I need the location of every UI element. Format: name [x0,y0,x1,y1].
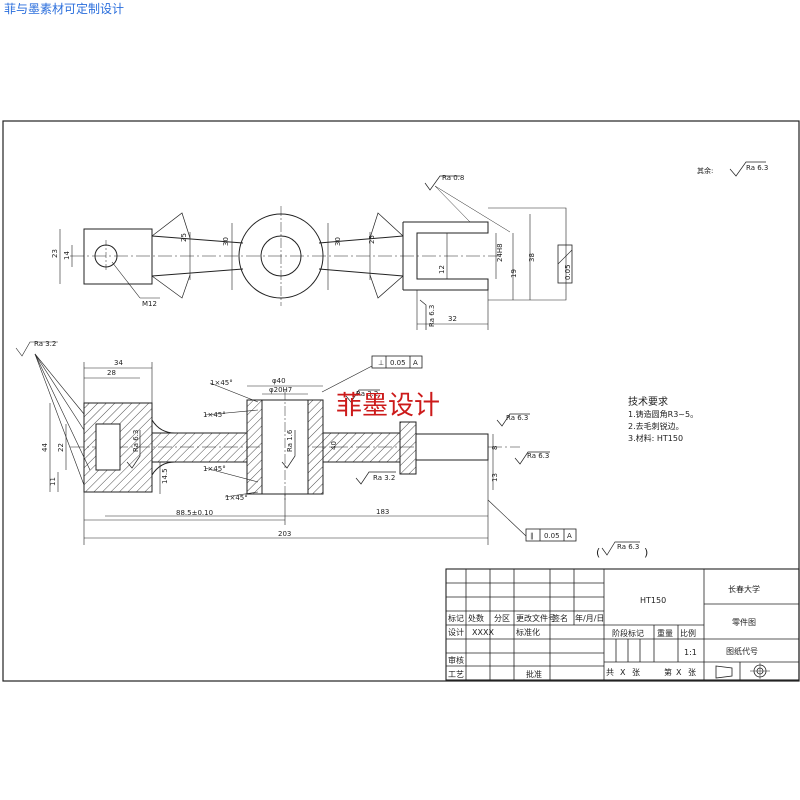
other-label: 其余: [697,166,713,175]
front-view-labels: 34 28 44 22 11 14.5 φ40 φ20H7 1×45° 1×45… [34,340,549,538]
dim-25a: 25 [180,233,188,242]
tb-approve: 批准 [526,669,542,679]
tb-label-mark: 标记 [448,613,464,623]
dim-13: 13 [491,473,499,482]
dim-30a: 30 [222,237,230,246]
watermark-top: 菲与墨素材可定制设计 [4,2,125,16]
dim-203: 203 [278,530,291,538]
tol-datum-2: A [567,532,572,540]
dim-34: 34 [114,359,123,367]
chamfer-4: 1×45° [225,494,248,502]
dim-28: 28 [107,369,116,377]
front-dims [15,341,527,545]
dim-phi20h7: φ20H7 [269,386,292,394]
drawing-border [2,120,800,682]
dim-40-mid: 40 [330,441,338,450]
dim-14-5: 14.5 [161,468,169,484]
tb-ratio: 比例 [680,628,696,638]
svg-text:(: ( [596,546,600,559]
tol-datum-1: A [413,359,418,367]
front-view [70,390,520,500]
chamfer-3: 1×45° [203,465,226,473]
top-view [59,175,573,330]
chamfer-1: 1×45° [210,379,233,387]
dim-24h8: 24H8 [496,243,504,262]
flatness-value: 0.05 [564,264,572,280]
front-roughness [126,389,550,485]
dim-88-5: 88.5±0.10 [176,509,213,517]
dim-14: 14 [63,251,71,260]
svg-text:): ) [644,546,648,559]
tb-nth: 第 [664,667,672,677]
tb-label-count: 处数 [468,613,484,623]
dim-19: 19 [510,269,518,278]
tolerance-frames: ⊥ 0.05 A ∥ 0.05 A [371,355,577,542]
tb-stage: 阶段标记 [612,628,644,638]
ra32-left: Ra 3.2 [34,340,56,348]
ra32-bottom: Ra 3.2 [373,474,395,482]
technical-requirements: 技术要求 1.铸造圆角R3~5。 2.去毛刺锐边。 3.材料: HT150 [628,395,698,443]
tb-x1: X [620,668,626,677]
ra16-label: Ra 1.6 [286,429,294,452]
tb-part-name: 零件图 [732,617,756,627]
tb-sheet1: 张 [632,668,640,677]
tb-design: 设计 [448,627,464,637]
dim-32: 32 [448,315,457,323]
ra63-paren: Ra 6.3 [617,543,639,551]
dim-38: 38 [528,253,536,262]
tb-review: 审核 [448,655,464,665]
tb-x2: X [676,668,682,677]
ra63-right-top: Ra 6.3 [506,414,528,422]
dim-8: 8 [491,446,499,450]
dim-30b: 30 [334,237,342,246]
tb-sheet2: 张 [688,668,696,677]
tol-value-1: 0.05 [390,359,406,367]
tb-weight: 重量 [657,628,673,638]
ra63-eye: Ra 6.3 [132,430,140,452]
dim-12: 12 [438,265,446,274]
ra63-right-bottom: Ra 6.3 [527,452,549,460]
tech-title: 技术要求 [628,395,668,408]
svg-text:∥: ∥ [530,532,534,540]
title-block-text: HT150 长春大学 零件图 图纸代号 标记 处数 分区 更改文件号 签名 年/… [448,584,760,679]
thread-m12: M12 [142,300,157,308]
title-block [445,568,800,681]
other-ra63: Ra 6.3 [746,164,768,172]
tb-xxxx: XXXX [472,628,494,637]
tol-value-2: 0.05 [544,532,560,540]
tb-label-zone: 分区 [494,614,510,623]
dim-11: 11 [49,477,57,486]
dim-44: 44 [41,443,49,452]
svg-text:⊥: ⊥ [378,359,384,367]
tb-material: HT150 [640,596,666,605]
tb-scale: 1:1 [684,648,697,657]
dim-23: 23 [51,249,59,258]
tech-item-2: 2.去毛刺锐边。 [628,421,684,431]
bracket-roughness: ( Ra 6.3 ) [596,541,648,559]
ra63-side: Ra 6.3 [428,305,436,327]
dim-25b: 25 [368,235,376,244]
chamfer-2: 1×45° [203,411,226,419]
tb-standard: 标准化 [516,627,540,637]
dim-22: 22 [57,443,65,452]
tb-total: 共 [606,668,614,677]
dim-183: 183 [376,508,389,516]
tb-process: 工艺 [448,670,464,679]
tech-item-1: 1.铸造圆角R3~5。 [628,409,698,419]
tb-school: 长春大学 [728,584,760,594]
ra32-top: Ra 3.2 [356,390,378,398]
tb-label-date: 年/月/日 [575,613,604,623]
tb-label-change: 更改文件号 [516,613,556,623]
tb-label-sign: 签名 [552,613,568,623]
top-view-labels: 23 14 25 30 30 25 12 24H8 19 38 32 Ra 6.… [51,174,572,327]
watermark-center: 菲墨设计 [336,391,440,421]
other-roughness: 其余: Ra 6.3 [697,161,768,177]
dim-phi40: φ40 [272,377,286,385]
tb-drawing-no: 图纸代号 [726,646,758,656]
ra08-label: Ra 0.8 [442,174,464,182]
tech-item-3: 3.材料: HT150 [628,433,683,443]
